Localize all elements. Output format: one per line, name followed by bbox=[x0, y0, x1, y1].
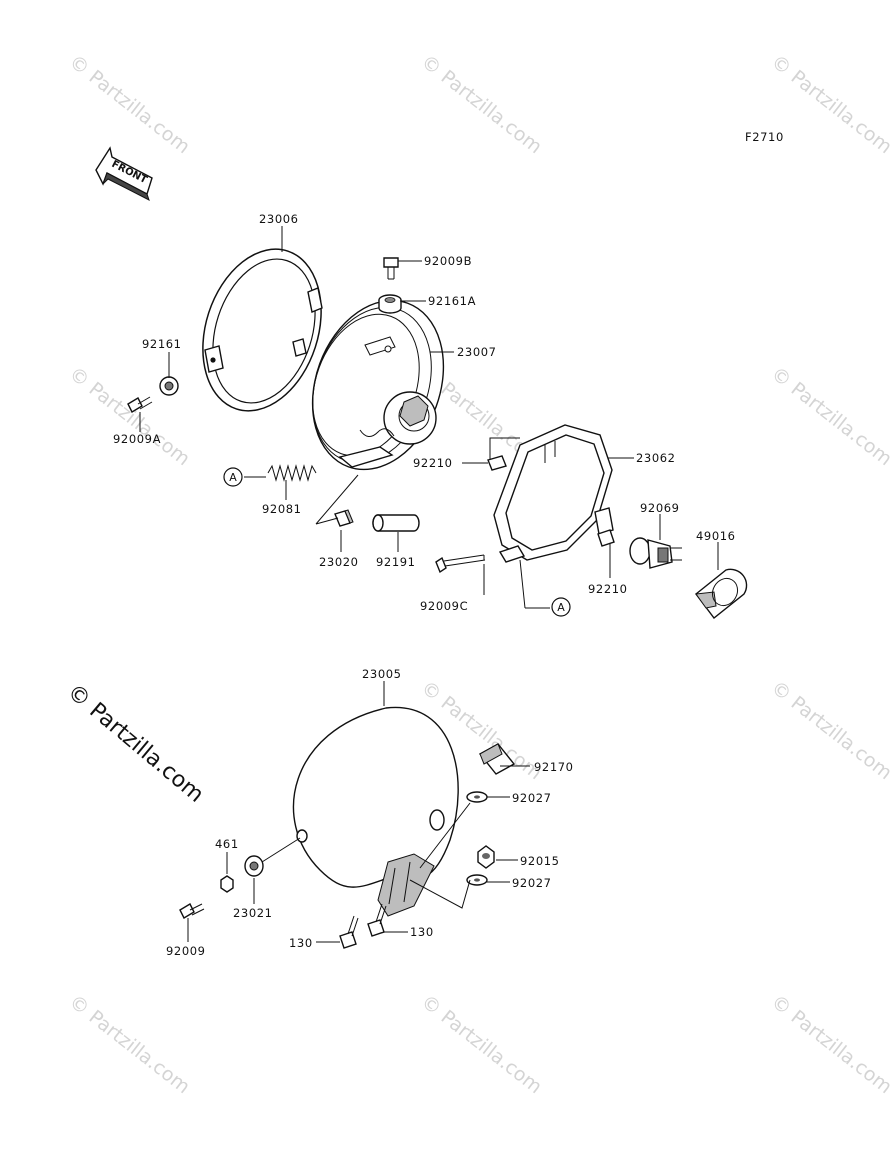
reflector-unit-23007 bbox=[311, 299, 445, 471]
headlight-rim-23006 bbox=[202, 248, 323, 412]
watermark: © Partzilla.com bbox=[767, 991, 894, 1099]
svg-text:A: A bbox=[229, 471, 237, 484]
bulb-92069-icon bbox=[629, 537, 682, 569]
washer-92027-top-icon bbox=[466, 791, 488, 803]
grommet-92161A-icon bbox=[378, 294, 402, 314]
label-92210-bottom: 92210 bbox=[588, 582, 628, 596]
label-92009A: 92009A bbox=[113, 432, 161, 446]
copyright-mark: © Partzilla.com bbox=[62, 679, 208, 807]
watermark: © Partzilla.com bbox=[417, 51, 546, 159]
label-92027-bottom: 92027 bbox=[512, 876, 552, 890]
watermark: © Partzilla.com bbox=[417, 991, 546, 1099]
clip-92210-bottom-icon bbox=[597, 529, 615, 547]
part-labels: 23006 92009B 92161A 23007 92161 92009A 9… bbox=[113, 212, 736, 958]
spring-92081-icon bbox=[267, 464, 317, 482]
label-92161: 92161 bbox=[142, 337, 182, 351]
label-461: 461 bbox=[215, 837, 239, 851]
screw-92009B-icon bbox=[383, 257, 399, 280]
cap-49016-icon bbox=[695, 568, 748, 619]
label-92015: 92015 bbox=[520, 854, 560, 868]
nut-461-icon bbox=[220, 875, 234, 893]
label-92009B: 92009B bbox=[424, 254, 472, 268]
headlight-housing-23005 bbox=[292, 706, 459, 917]
label-23005: 23005 bbox=[362, 667, 402, 681]
figure-code: F2710 bbox=[745, 130, 784, 144]
watermark: © Partzilla.com bbox=[767, 677, 894, 785]
label-92069: 92069 bbox=[640, 501, 680, 515]
clip-23020-icon bbox=[334, 509, 354, 527]
clip-92210-top-icon bbox=[487, 455, 507, 471]
label-92191: 92191 bbox=[376, 555, 416, 569]
label-92009: 92009 bbox=[166, 944, 206, 958]
label-23020: 23020 bbox=[319, 555, 359, 569]
bolt-130-left-icon bbox=[339, 915, 359, 949]
label-92170: 92170 bbox=[534, 760, 574, 774]
label-23021: 23021 bbox=[233, 906, 273, 920]
washer-92027-bottom-icon bbox=[466, 874, 488, 886]
watermark: © Partzilla.com bbox=[767, 51, 894, 159]
nut-92015-icon bbox=[477, 845, 495, 869]
label-130-right: 130 bbox=[410, 925, 434, 939]
watermark: © Partzilla.com bbox=[65, 51, 194, 159]
watermark: © Partzilla.com bbox=[767, 363, 894, 471]
grommet-92161-icon bbox=[159, 376, 179, 396]
label-92027-top: 92027 bbox=[512, 791, 552, 805]
front-arrow-icon: FRONT bbox=[95, 146, 153, 202]
label-92081: 92081 bbox=[262, 502, 302, 516]
screw-92009-icon bbox=[179, 903, 205, 919]
screw-92009A-icon bbox=[127, 396, 153, 413]
bracket-frame-23062 bbox=[493, 424, 614, 561]
svg-text:A: A bbox=[557, 601, 565, 614]
label-92210-top: 92210 bbox=[413, 456, 453, 470]
label-92161A: 92161A bbox=[428, 294, 476, 308]
label-49016: 49016 bbox=[696, 529, 736, 543]
tube-92191-icon bbox=[372, 514, 420, 532]
label-23007: 23007 bbox=[457, 345, 497, 359]
label-23006: 23006 bbox=[259, 212, 299, 226]
label-23062: 23062 bbox=[636, 451, 676, 465]
bolt-92009C-icon bbox=[435, 545, 526, 574]
watermarks: © Partzilla.com © Partzilla.com © Partzi… bbox=[65, 51, 894, 1099]
label-92009C: 92009C bbox=[420, 599, 468, 613]
watermark: © Partzilla.com bbox=[65, 991, 194, 1099]
grommet-23021-icon bbox=[244, 855, 264, 877]
leader-lines bbox=[139, 226, 719, 943]
ref-marker-a-right: A bbox=[551, 597, 571, 617]
ref-marker-a-left: A bbox=[223, 467, 243, 487]
label-130-left: 130 bbox=[289, 936, 313, 950]
